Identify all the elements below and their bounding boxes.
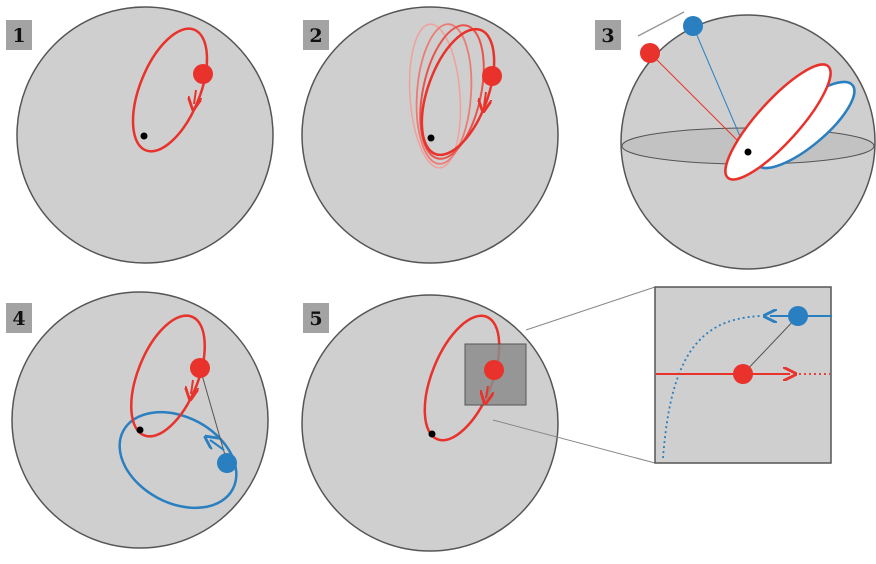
- red-satellite: [484, 360, 504, 380]
- svg-text:3: 3: [601, 25, 614, 47]
- position-line-blue: [692, 25, 746, 149]
- zoom-connector-top: [525, 286, 656, 331]
- red-satellite: [482, 66, 502, 86]
- relative-position-line: [199, 367, 228, 463]
- velocity-arrow-red: [194, 89, 196, 104]
- velocity-arrow-blue: [210, 440, 225, 451]
- panel-label-1: 1: [6, 20, 32, 50]
- central-body: [428, 430, 436, 438]
- panel-label-4: 4: [6, 303, 32, 333]
- panel-1: 1: [6, 6, 274, 264]
- zoom-connector-bottom: [492, 419, 656, 464]
- svg-text:4: 4: [12, 308, 25, 330]
- panel-label-2: 2: [303, 20, 329, 50]
- red-orbit-faint-1: [419, 24, 485, 160]
- red-orbit-faint-3: [408, 23, 462, 169]
- velocity-arrow-red: [486, 385, 488, 398]
- velocity-arrow-red: [484, 91, 486, 106]
- svg-text:2: 2: [309, 25, 322, 47]
- sphere: [301, 294, 559, 552]
- velocity-arrow-red: [191, 379, 193, 394]
- red-orbit-plane: [724, 63, 832, 181]
- relative-position-line: [742, 315, 799, 375]
- red-satellite: [193, 64, 213, 84]
- panel-5: 5: [301, 286, 832, 552]
- svg-text:1: 1: [12, 25, 25, 47]
- blue-satellite: [683, 16, 703, 36]
- red-satellite: [733, 364, 753, 384]
- blue-orbit: [118, 410, 238, 510]
- blue-satellite: [217, 453, 237, 473]
- central-body: [136, 426, 144, 434]
- panel-label-3: 3: [595, 20, 621, 50]
- position-line-red: [649, 52, 746, 149]
- panel-2: 2: [301, 6, 559, 264]
- central-body: [744, 148, 752, 156]
- red-orbit-faint-2: [415, 23, 473, 165]
- panel-3: 3: [595, 11, 876, 270]
- svg-text:5: 5: [309, 308, 322, 330]
- central-body: [140, 132, 148, 140]
- central-body: [427, 134, 435, 142]
- sphere: [11, 291, 269, 549]
- panel-label-5: 5: [303, 303, 329, 333]
- panel-4: 4: [6, 291, 269, 549]
- blue-satellite: [788, 306, 808, 326]
- blue-track-dotted: [662, 315, 761, 459]
- separation-bar: [637, 11, 685, 37]
- red-satellite: [190, 358, 210, 378]
- zoom-inset: [654, 286, 832, 464]
- red-satellite: [640, 43, 660, 63]
